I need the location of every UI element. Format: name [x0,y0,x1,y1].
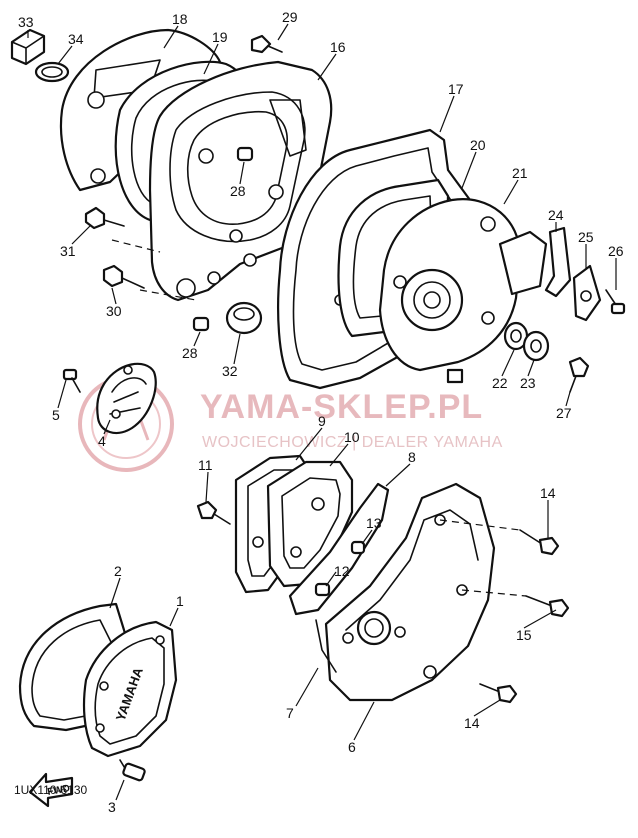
callout-29: 29 [282,9,298,25]
leader-lines [27,23,617,801]
part-7-gasket [315,619,337,673]
callout-6: 6 [348,739,356,755]
part-15-bolt [525,595,570,618]
watermark: YAMA-SKLEP.PL WOJCIECHOWICZ | DEALER YAM… [78,376,503,472]
callout-labels: 33 34 18 19 29 16 17 20 21 24 25 26 28 3… [18,9,624,815]
part-27-bolt [568,356,590,393]
part-26-screw [605,289,626,315]
part-33-filler-cap [10,28,46,66]
watermark-title: YAMA-SKLEP.PL [200,388,483,426]
callout-5: 5 [52,407,60,423]
callout-11: 11 [198,457,213,473]
callout-18: 18 [172,11,188,27]
callout-28-lower: 28 [182,345,198,361]
part-28-dowel-upper [236,146,254,162]
callout-21: 21 [512,165,528,181]
part-14-bolt-lower [479,683,518,704]
callout-19: 19 [212,29,228,45]
part-8-gasket [288,482,390,616]
part-28-dowel-lower [192,316,210,332]
callout-1: 1 [176,593,184,609]
callout-17: 17 [448,81,464,97]
callout-28-upper: 28 [230,183,246,199]
callout-15: 15 [516,627,532,643]
callout-24: 24 [548,207,564,223]
callout-14-upper: 14 [540,485,556,501]
alignment-line-top [111,239,197,301]
callout-8: 8 [408,449,416,465]
part-29-bolt [250,34,283,54]
part-5-screw [62,368,81,393]
part-12-dowel [314,582,331,597]
alignment-line-14-upper [439,519,521,531]
part-6-crankcase-cover [324,482,496,702]
fwd-arrow-icon: FWD [28,772,74,808]
callout-4: 4 [98,433,106,449]
callout-2: 2 [114,563,122,579]
drawing-code: 1UX110-6130 [14,783,87,797]
part-14-bolt-upper [519,529,560,556]
callout-22: 22 [492,375,508,391]
watermark-subtitle: WOJCIECHOWICZ | DEALER YAMAHA [202,434,503,451]
part-32-plug [225,301,263,335]
part-4-small-cover [96,362,157,435]
callout-10: 10 [344,429,360,445]
callout-33: 33 [18,14,34,30]
callout-7: 7 [286,705,294,721]
part-25-plate [572,264,602,322]
callout-13: 13 [366,515,382,531]
callout-23: 23 [520,375,536,391]
callout-32: 32 [222,363,238,379]
part-11-screw [196,500,231,525]
alignment-line-15 [461,589,527,597]
part-34-o-ring-inner [41,66,63,78]
part-34-o-ring [34,61,70,83]
callout-14-lower: 14 [464,715,480,731]
callout-12: 12 [334,563,350,579]
part-23-bush [522,330,550,362]
callout-3: 3 [108,799,116,815]
callout-16: 16 [330,39,346,55]
callout-27: 27 [556,405,572,421]
callout-31: 31 [60,243,76,259]
part-31-bolt [84,206,125,230]
part-24-bracket [544,226,572,298]
part-30-bolt [102,264,145,289]
part-13-dowel [350,540,366,555]
callout-26: 26 [608,243,624,259]
part-1-yamaha-cover: YAMAHA [82,620,178,758]
callout-20: 20 [470,137,486,153]
part-21-starter-housing [378,198,548,384]
callout-34: 34 [68,31,84,47]
fwd-arrow-label: FWD [47,783,71,798]
part-3-screw [119,759,146,782]
callout-9: 9 [318,413,326,429]
part-22-bush [503,321,529,351]
callout-30: 30 [106,303,122,319]
callout-25: 25 [578,229,594,245]
